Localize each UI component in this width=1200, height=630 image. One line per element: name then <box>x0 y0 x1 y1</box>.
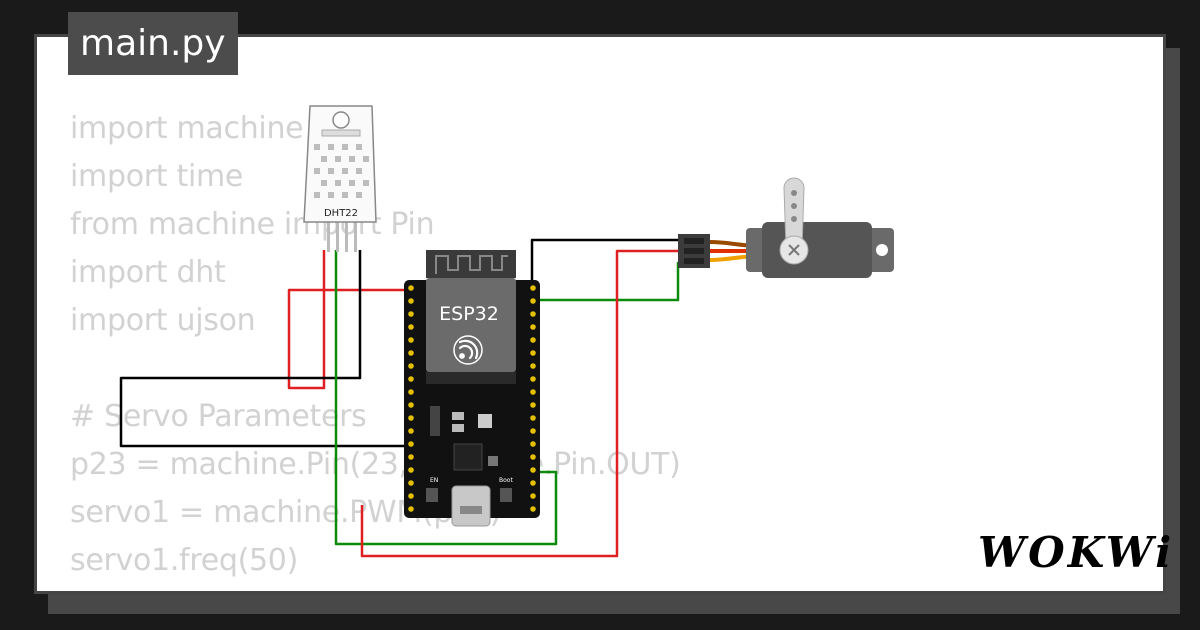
code-preview: import machine import time from machine im… <box>70 105 681 591</box>
esp32-board[interactable]: ESP32 EN Boot <box>404 250 540 527</box>
esp32-label: ESP32 <box>439 303 499 325</box>
esp32-boot-label: Boot <box>499 477 513 484</box>
code-line: # Servo Parameters <box>70 399 367 434</box>
esp32-left-pins <box>408 285 414 512</box>
filename-tab[interactable]: main.py <box>68 12 238 75</box>
wire-green-dht-data <box>334 250 558 546</box>
esp32-en-label: EN <box>430 477 438 484</box>
wokwi-logo-icon[interactable]: WOKWi <box>978 528 1175 577</box>
code-line: servo1.freq(50) <box>70 543 298 578</box>
servo-screw-icon <box>788 244 800 256</box>
project-card: import machine import time from machine im… <box>34 34 1166 594</box>
code-line: import dht <box>70 255 226 290</box>
dht22-sensor[interactable]: DHT22 <box>303 105 377 252</box>
wire-red-servo-vcc <box>360 249 680 558</box>
code-line: import ujson <box>70 303 256 338</box>
code-line: from machine import Pin <box>70 207 435 242</box>
wire-red-dht-vcc <box>287 250 410 390</box>
code-line: import machine <box>70 111 304 146</box>
espressif-logo-icon <box>453 335 483 365</box>
dht22-grille <box>314 144 369 198</box>
wire-green-servo-signal <box>532 262 680 302</box>
esp32-right-pins <box>530 285 536 512</box>
code-line: import time <box>70 159 244 194</box>
wire-black-dht-gnd <box>119 250 410 448</box>
wire-black-servo-gnd <box>530 238 680 288</box>
dht22-label: DHT22 <box>324 208 358 219</box>
servo-motor[interactable] <box>678 177 894 278</box>
wires <box>119 238 680 558</box>
